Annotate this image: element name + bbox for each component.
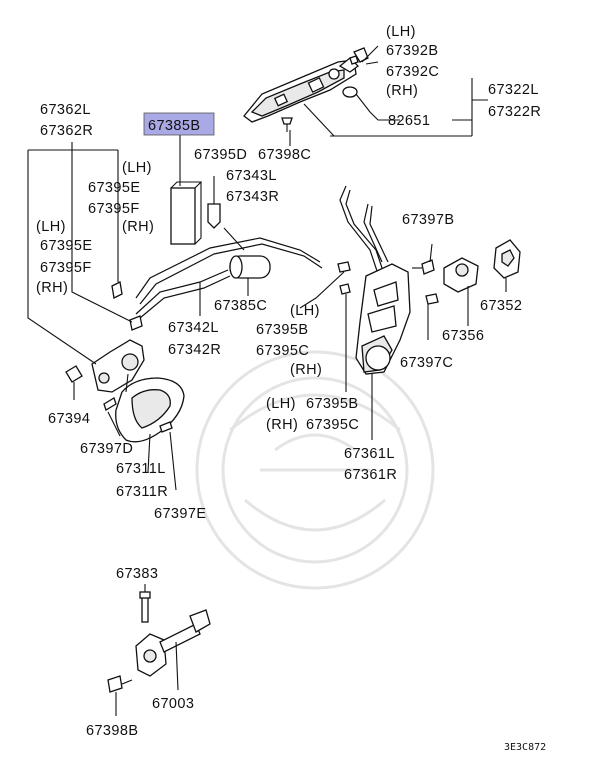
- clip-67395b-c[interactable]: [337, 261, 351, 295]
- label-67383: 67383: [116, 566, 158, 582]
- clip-67395e-f[interactable]: [111, 281, 143, 331]
- label-67395d: 67395D: [194, 147, 247, 163]
- clip-67395d[interactable]: [207, 176, 221, 229]
- label-67398c: 67398C: [258, 147, 311, 163]
- key-cylinder-clip[interactable]: [349, 47, 369, 65]
- label-67398b: 67398B: [86, 723, 138, 739]
- label-67397e: 67397E: [154, 506, 206, 522]
- grommet-82651[interactable]: [342, 86, 358, 98]
- shim-67352[interactable]: [493, 239, 521, 292]
- label-67385c: 67385C: [214, 298, 267, 314]
- link-rods[interactable]: [135, 237, 323, 319]
- label-67395e-b: 67395E: [40, 238, 92, 254]
- door-check-pin-67383[interactable]: [139, 584, 151, 623]
- label-rh-c: (RH): [290, 362, 322, 378]
- label-67362r: 67362R: [40, 123, 93, 139]
- screw-67397b[interactable]: [412, 243, 435, 275]
- label-67392b: 67392B: [386, 43, 438, 59]
- outside-handle-group[interactable]: [243, 57, 359, 123]
- label-67395b-a: 67395B: [256, 322, 308, 338]
- label-67003: 67003: [152, 696, 194, 712]
- label-rh-d: (RH): [266, 417, 298, 433]
- striker-67356[interactable]: [443, 257, 479, 326]
- figure-code: 3E3C872: [504, 742, 546, 753]
- label-lh-b: (LH): [36, 219, 66, 235]
- label-82651: 82651: [388, 113, 430, 129]
- label-67392c: 67392C: [386, 64, 439, 80]
- label-lh-c: (LH): [290, 303, 320, 319]
- label-67395f-a: 67395F: [88, 201, 140, 217]
- label-67361r: 67361R: [344, 467, 397, 483]
- label-67395f-b: 67395F: [40, 260, 92, 276]
- rod-protector-67385b[interactable]: [170, 181, 203, 245]
- label-67311l: 67311L: [116, 461, 166, 477]
- label-67395e-a: 67395E: [88, 180, 140, 196]
- label-67322l: 67322L: [488, 82, 539, 98]
- clip-67394[interactable]: [65, 365, 83, 400]
- label-67356: 67356: [442, 328, 484, 344]
- latch-rods[interactable]: [339, 185, 389, 275]
- label-rh-b: (RH): [36, 280, 68, 296]
- screw-67397e[interactable]: [159, 421, 177, 491]
- door-check-67003[interactable]: [135, 609, 211, 691]
- label-67397c: 67397C: [400, 355, 453, 371]
- label-67394: 67394: [48, 411, 90, 427]
- label-67385b[interactable]: 67385B: [148, 118, 200, 134]
- watermark-emblem: [195, 350, 435, 590]
- label-67362l: 67362L: [40, 102, 91, 118]
- label-67343r: 67343R: [226, 189, 279, 205]
- inside-handle-bracket[interactable]: [91, 339, 145, 393]
- label-67342l: 67342L: [168, 320, 219, 336]
- label-67311r: 67311R: [116, 484, 168, 500]
- door-latch-67361[interactable]: [355, 263, 411, 375]
- label-lh-top: (LH): [386, 24, 416, 40]
- label-rh-a: (RH): [122, 219, 154, 235]
- label-rh-top: (RH): [386, 83, 418, 99]
- screw-67397c[interactable]: [425, 293, 439, 340]
- label-67361l: 67361L: [344, 446, 395, 462]
- label-67395b-b: 67395B: [306, 396, 358, 412]
- label-67397d: 67397D: [80, 441, 133, 457]
- rod-cover-67385c[interactable]: [229, 255, 271, 279]
- label-67322r: 67322R: [488, 104, 541, 120]
- label-67397b: 67397B: [402, 212, 454, 228]
- label-lh-d: (LH): [266, 396, 296, 412]
- screw-67397d[interactable]: [103, 397, 121, 437]
- screw-67398c[interactable]: [281, 117, 293, 132]
- label-67343l: 67343L: [226, 168, 277, 184]
- highlight-67385b[interactable]: [143, 112, 215, 136]
- label-67342r: 67342R: [168, 342, 221, 358]
- label-lh-a: (LH): [122, 160, 152, 176]
- label-67395c-b: 67395C: [306, 417, 359, 433]
- bolt-67398b[interactable]: [107, 675, 133, 716]
- label-67395c-a: 67395C: [256, 343, 309, 359]
- label-67352: 67352: [480, 298, 522, 314]
